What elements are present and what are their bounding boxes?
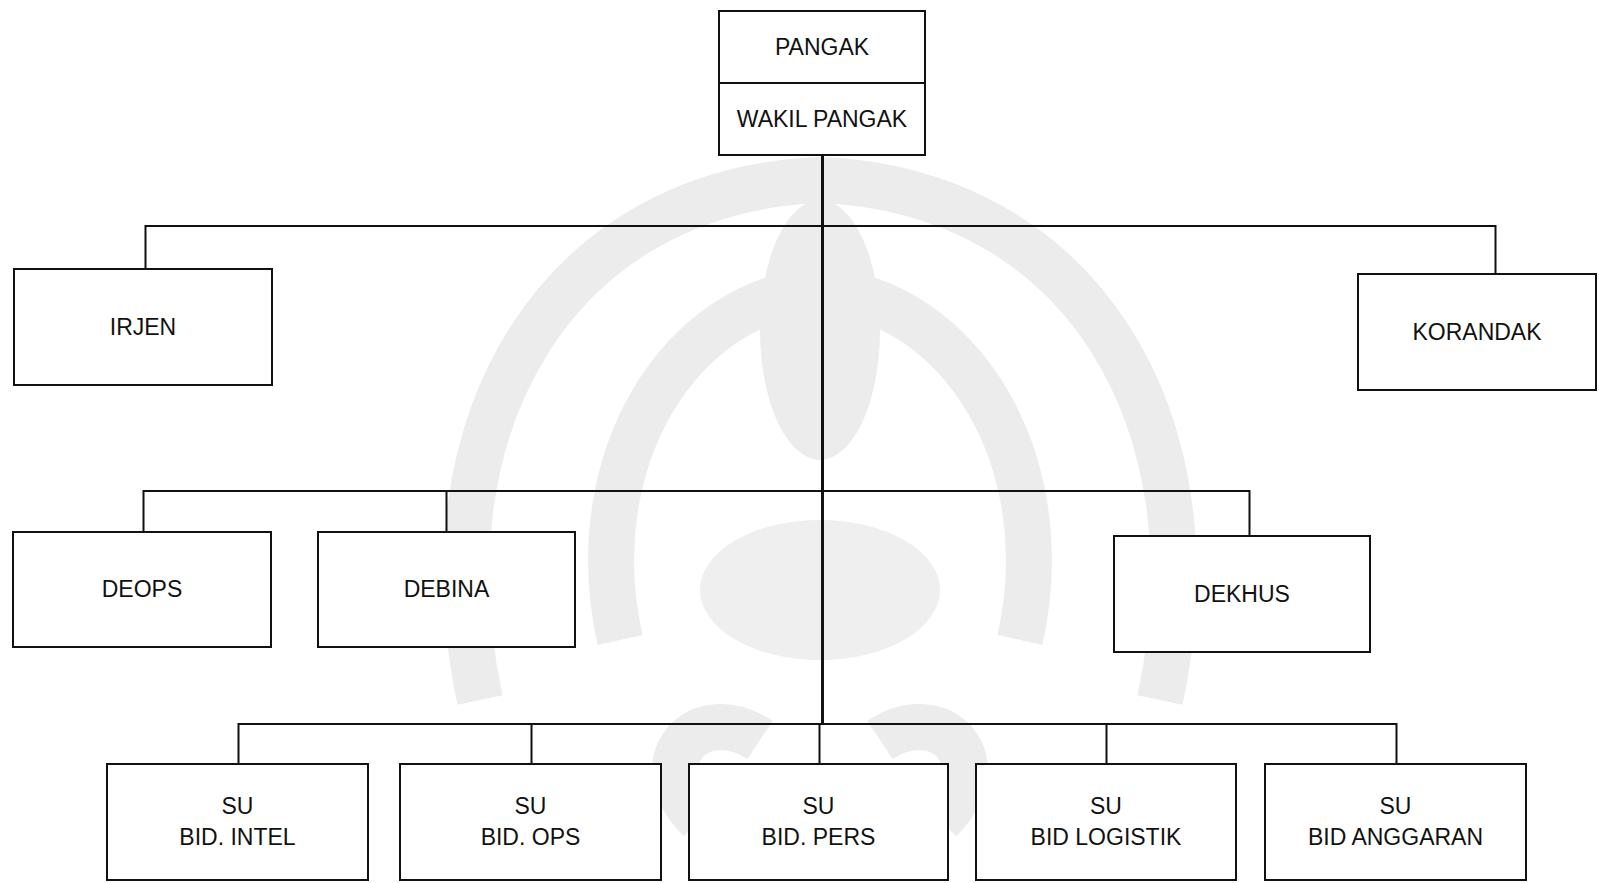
org-connector: [823, 156, 1397, 763]
box-cell: DEOPS: [14, 533, 270, 646]
org-box: DEBINA: [317, 531, 576, 648]
box-cell: DEBINA: [319, 533, 574, 646]
unit-label: SU BID. OPS: [401, 791, 660, 853]
box-cell: KORANDAK: [1359, 275, 1595, 389]
watermark-center: [760, 200, 880, 460]
org-connector: [146, 156, 823, 268]
box-cell: SU BID ANGGARAN: [1266, 765, 1525, 879]
org-box: SU BID ANGGARAN: [1264, 763, 1527, 881]
org-box: SU BID. OPS: [399, 763, 662, 881]
box-cell: DEKHUS: [1115, 537, 1369, 651]
org-box: DEKHUS: [1113, 535, 1371, 653]
unit-label: DEKHUS: [1186, 579, 1298, 610]
org-box: PANGAK WAKIL PANGAK: [718, 10, 926, 156]
unit-label: PANGAK: [767, 32, 877, 63]
watermark-center: [700, 520, 940, 660]
box-cell: SU BID. INTEL: [108, 765, 367, 879]
org-box: KORANDAK: [1357, 273, 1597, 391]
box-cell: IRJEN: [15, 270, 271, 384]
box-cell: SU BID LOGISTIK: [977, 765, 1235, 879]
org-box: DEOPS: [12, 531, 272, 648]
org-connector: [823, 156, 1107, 763]
box-cell: PANGAK: [720, 12, 924, 82]
unit-label: KORANDAK: [1404, 317, 1549, 348]
box-cell: SU BID. PERS: [690, 765, 947, 879]
unit-label: SU BID. INTEL: [108, 791, 367, 853]
org-connector: [823, 156, 1496, 273]
unit-label: DEOPS: [94, 574, 191, 605]
box-cell: SU BID. OPS: [401, 765, 660, 879]
unit-label: SU BID ANGGARAN: [1266, 791, 1525, 853]
org-connector: [447, 156, 823, 531]
org-connector: [823, 156, 1250, 535]
org-box: IRJEN: [13, 268, 273, 386]
org-box: SU BID. PERS: [688, 763, 949, 881]
unit-label: SU BID LOGISTIK: [977, 791, 1235, 853]
org-connector: [239, 156, 823, 763]
unit-label: WAKIL PANGAK: [729, 104, 915, 135]
unit-label: DEBINA: [396, 574, 498, 605]
org-box: SU BID LOGISTIK: [975, 763, 1237, 881]
org-connector: [532, 156, 823, 763]
unit-label: SU BID. PERS: [690, 791, 947, 853]
unit-label: IRJEN: [102, 312, 184, 343]
box-cell: WAKIL PANGAK: [720, 82, 924, 154]
org-box: SU BID. INTEL: [106, 763, 369, 881]
